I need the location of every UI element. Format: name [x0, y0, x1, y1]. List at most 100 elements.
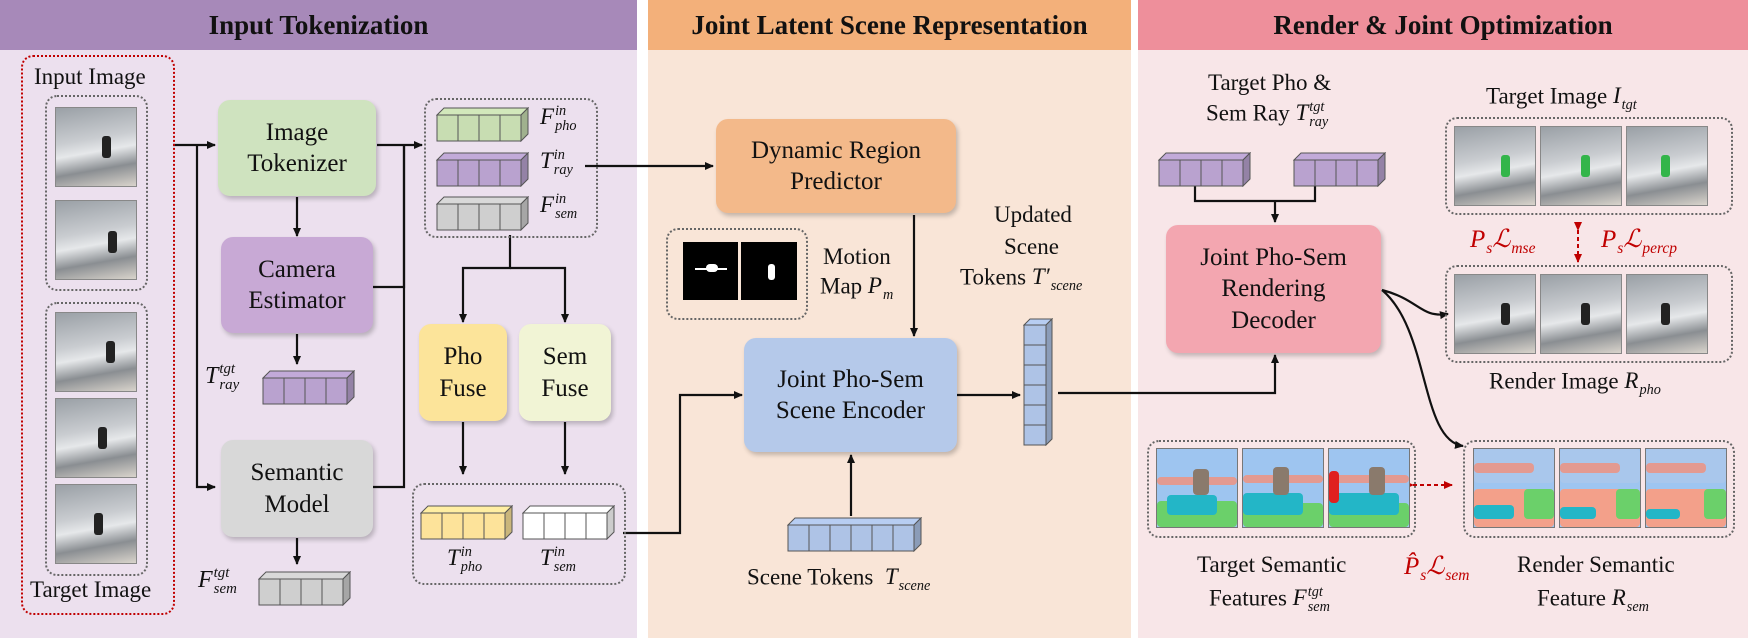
- render-image-label: Render Image R pho: [1489, 368, 1661, 398]
- token-cell: [283, 377, 306, 405]
- token-cell: [436, 159, 459, 187]
- image-tokenizer-box: Image Tokenizer: [218, 100, 376, 196]
- token-cell: [457, 159, 480, 187]
- token-cell: [462, 512, 485, 540]
- token-cell: [1023, 404, 1047, 426]
- token-cell: [787, 524, 810, 552]
- target-ray-token-1: [1157, 151, 1252, 192]
- token-cell: [441, 512, 464, 540]
- render-image-strip: [1445, 265, 1733, 363]
- target-semantic-label-1: Target Semantic: [1197, 552, 1347, 577]
- token-cell: [1200, 159, 1223, 187]
- token-cell: [1023, 424, 1047, 446]
- target-image-2: [55, 398, 137, 478]
- render-semantic-3: [1645, 448, 1727, 528]
- token-cell: [457, 203, 480, 231]
- t-ray-tgt-token: [261, 369, 356, 410]
- scene-tokens: [786, 516, 923, 557]
- target-image-label: Target Image: [30, 577, 152, 602]
- token-cell: [457, 114, 480, 142]
- token-cell: [436, 114, 459, 142]
- input-image-group: [45, 95, 148, 291]
- token-cell: [1314, 159, 1337, 187]
- f-sem-in-token: [435, 195, 530, 236]
- render-semantic-2: [1559, 448, 1641, 528]
- target-image-i-label: Target Image I tgt: [1486, 83, 1637, 113]
- token-cell: [321, 578, 344, 606]
- token-cell: [436, 203, 459, 231]
- token-cell: [1023, 324, 1047, 346]
- updated-label-1: Updated: [994, 202, 1072, 227]
- token-cell: [483, 512, 506, 540]
- render-semantic-strip: [1463, 440, 1735, 538]
- token-cell: [300, 578, 323, 606]
- render-semantic-1: [1473, 448, 1555, 528]
- token-cell: [1023, 344, 1047, 366]
- input-images-frame: [21, 55, 175, 615]
- token-cell: [564, 512, 587, 540]
- panel-title-render: Render & Joint Optimization: [1138, 0, 1748, 50]
- target-image-tgt-2: [1540, 126, 1622, 206]
- token-cell: [1335, 159, 1358, 187]
- target-ray-token-2: [1292, 151, 1387, 192]
- panel-title-latent: Joint Latent Scene Representation: [648, 0, 1131, 50]
- token-cell: [478, 159, 501, 187]
- token-cell: [499, 203, 522, 231]
- camera-estimator-box: Camera Estimator: [221, 237, 373, 333]
- target-semantic-2: [1242, 448, 1324, 528]
- token-cell: [478, 203, 501, 231]
- target-image-tgt-3: [1626, 126, 1708, 206]
- token-cell: [1356, 159, 1379, 187]
- target-image-tgt-1: [1454, 126, 1536, 206]
- render-image-1: [1454, 274, 1536, 354]
- t-ray-in-token: [435, 151, 530, 192]
- render-semantic-label-1: Render Semantic: [1517, 552, 1675, 577]
- joint-rendering-decoder-box: Joint Pho-Sem Rendering Decoder: [1166, 225, 1381, 353]
- fused-tokens-group: [412, 483, 626, 585]
- updated-scene-tokens: [1022, 317, 1054, 451]
- token-cell: [1158, 159, 1181, 187]
- input-image-1: [55, 107, 137, 187]
- target-image-group: [45, 302, 148, 576]
- token-cell: [1293, 159, 1316, 187]
- token-cell: [871, 524, 894, 552]
- updated-label-2: Scene: [1004, 234, 1059, 259]
- pho-fuse-box: Pho Fuse: [419, 324, 507, 421]
- motion-map-label-2: Map P m: [820, 273, 894, 303]
- token-cell: [304, 377, 327, 405]
- token-cell: [522, 512, 545, 540]
- token-cell: [829, 524, 852, 552]
- token-cell: [258, 578, 281, 606]
- token-cell: [325, 377, 348, 405]
- token-cell: [543, 512, 566, 540]
- token-cell: [585, 512, 608, 540]
- token-cell: [262, 377, 285, 405]
- target-semantic-strip: [1147, 440, 1416, 538]
- motion-map-label-1: Motion: [823, 244, 891, 269]
- token-cell: [892, 524, 915, 552]
- motion-map-2: [741, 242, 797, 300]
- token-cell: [499, 159, 522, 187]
- target-image-3: [55, 484, 137, 564]
- f-sem-tgt-token: [257, 570, 352, 611]
- motion-map-frame: [666, 228, 808, 320]
- joint-scene-encoder-box: Joint Pho-Sem Scene Encoder: [744, 338, 957, 452]
- token-cell: [850, 524, 873, 552]
- token-cell: [808, 524, 831, 552]
- motion-map-1: [683, 242, 738, 300]
- updated-label-3: Tokens T′ scene: [960, 264, 1083, 294]
- t-pho-in-token: [419, 504, 514, 545]
- dynamic-region-predictor-box: Dynamic Region Predictor: [716, 119, 956, 213]
- input-image-label: Input Image: [34, 64, 146, 89]
- panel-title-input: Input Tokenization: [0, 0, 637, 50]
